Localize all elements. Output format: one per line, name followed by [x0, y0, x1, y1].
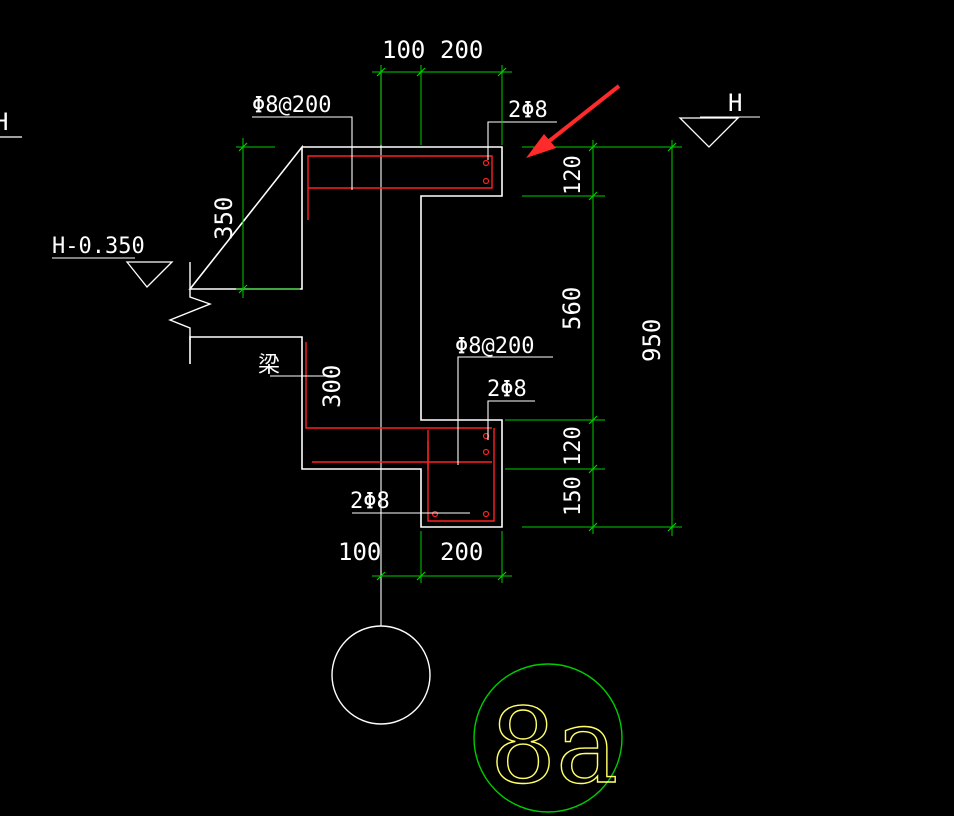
- rebar-dot: [482, 159, 490, 167]
- bottom-corner-bars-label: 2Φ8: [350, 489, 390, 514]
- edge-level-label: H: [0, 108, 8, 136]
- mid-rebar-label: Φ8@200: [455, 334, 534, 359]
- rebar-dot: [482, 177, 490, 185]
- dim-left-height: 350: [210, 197, 238, 240]
- dim-bottom-right: 200: [440, 538, 483, 566]
- rebar-group: [305, 155, 495, 522]
- dim-top-right: 200: [440, 36, 483, 64]
- dim-bottom-left: 100: [338, 538, 381, 566]
- top-rebar-stirrup: [307, 155, 493, 220]
- detail-circle: [473, 663, 623, 813]
- axis-circle-icon: [331, 625, 431, 725]
- rebar-dot: [431, 510, 439, 518]
- rebar-dot: [482, 448, 490, 456]
- break-line-icon: [168, 262, 212, 340]
- detail-id: 8a: [490, 685, 618, 807]
- rebar-dots: [431, 159, 490, 518]
- dim-beam-depth: 300: [318, 365, 346, 408]
- leader-lines: [52, 116, 760, 514]
- dim-right-seg-2: 560: [558, 287, 586, 330]
- dim-right-seg-1: 120: [561, 155, 586, 195]
- dim-total-height: 950: [638, 319, 666, 362]
- red-arrow-icon: [526, 84, 621, 158]
- edge-level-mark: H: [0, 108, 22, 138]
- bottom-stirrup: [427, 428, 495, 522]
- top-corner-bars-label: 2Φ8: [508, 98, 548, 123]
- mid-corner-bars-label: 2Φ8: [487, 377, 527, 402]
- vertical-rebar: [305, 342, 492, 429]
- dim-right-seg-4: 150: [561, 476, 586, 516]
- dimension-ticks: [238, 67, 677, 581]
- dim-right-seg-3: 120: [561, 426, 586, 466]
- right-level-label: H: [728, 89, 742, 117]
- level-triangle-icon: [678, 117, 740, 148]
- level-triangle-icon: [125, 261, 174, 288]
- rebar-dot: [482, 510, 490, 518]
- beam-label: 梁: [258, 353, 280, 378]
- top-rebar-label: Φ8@200: [252, 93, 331, 118]
- dim-top-left: 100: [382, 36, 425, 64]
- dimension-lines: [236, 65, 682, 583]
- left-level-label: H-0.350: [52, 234, 145, 259]
